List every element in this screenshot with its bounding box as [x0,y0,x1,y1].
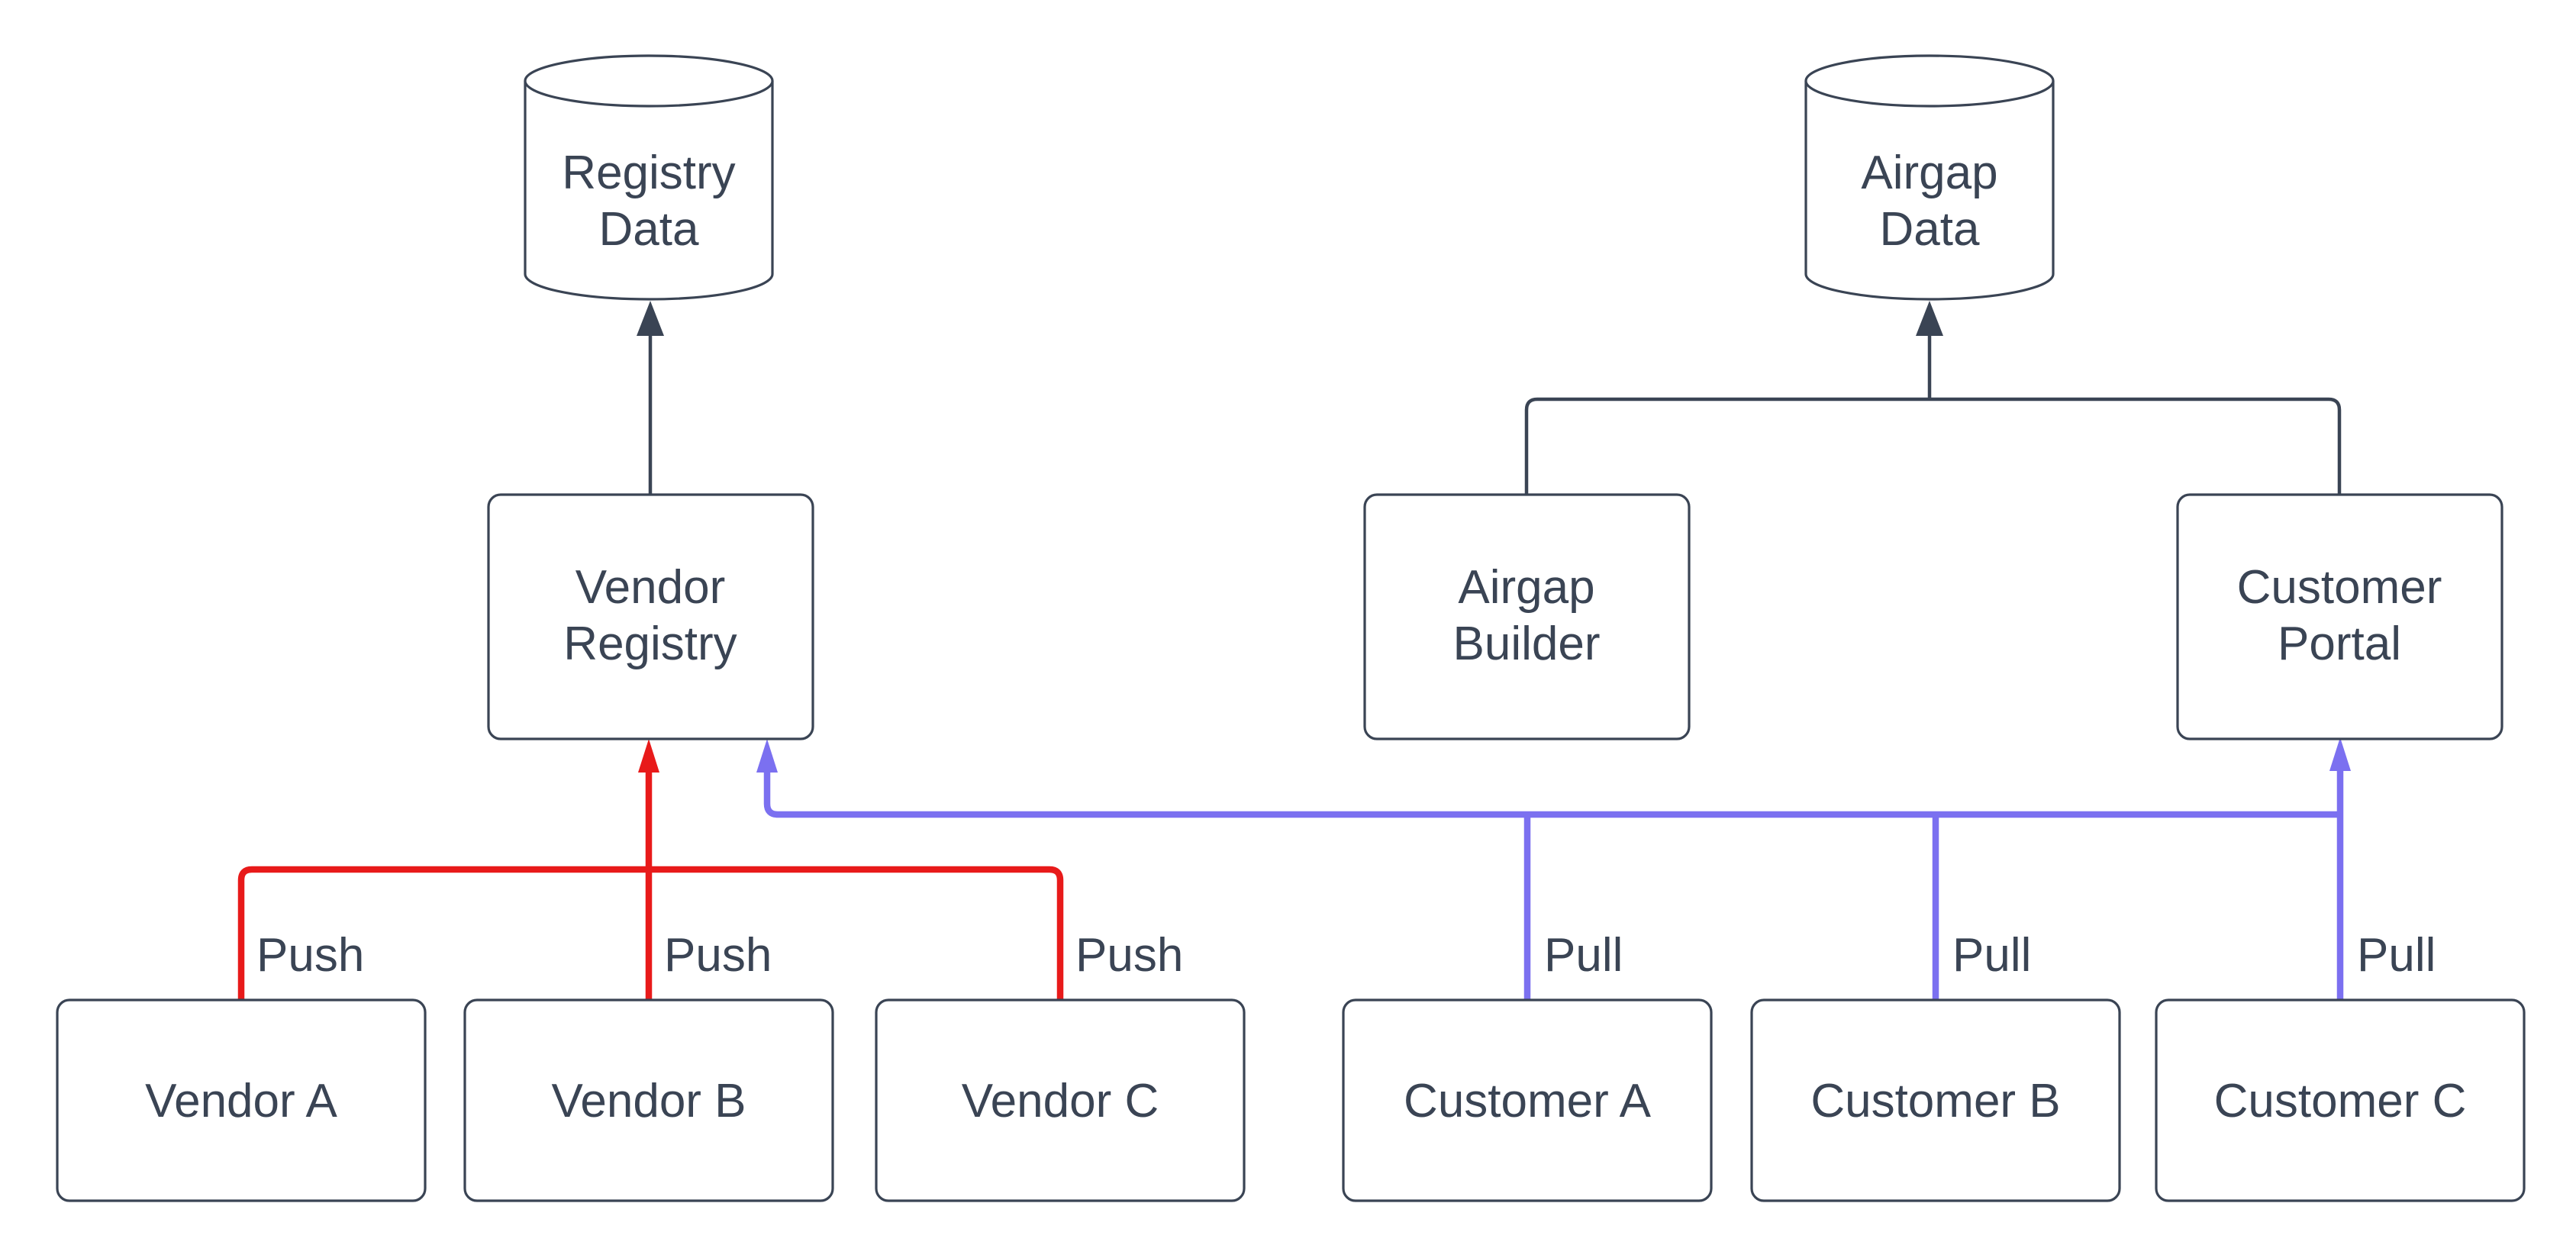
pull-label-customer-b: Pull [1952,929,2031,982]
node-box [875,998,1246,1202]
pull-bus-line [763,771,2340,818]
node-vendor-a: Vendor A [56,998,427,1202]
push-label-vendor-b: Push [664,929,772,982]
node-label-line2: Data [599,203,699,256]
cylinder-body [524,81,774,301]
edge-vendor-registry-to-registry-data [637,301,664,495]
push-arrowhead-into-vendor-registry-icon [638,739,659,773]
node-label-line2: Data [1880,203,1980,256]
node-vendor-registry: Vendor Registry [487,493,814,740]
cylinder-top [1804,54,2055,108]
node-label-line1: Airgap [1861,147,1997,199]
node-label-line1: Customer [2237,561,2442,614]
push-edges [237,739,1064,1000]
edge-customer-portal-to-airgap-data [1930,397,2342,495]
node-box [1363,493,1691,740]
pull-label-customer-a: Pull [1544,929,1623,982]
node-customer-a: Customer A [1342,998,1713,1202]
pull-label-customer-c: Pull [2357,929,2436,982]
edge-airgap-builder-to-airgap-data [1524,397,1930,495]
node-label-line2: Registry [563,618,737,670]
node-label-line2: Builder [1453,618,1601,670]
node-vendor-c: Vendor C [875,998,1246,1202]
node-box [2155,998,2526,1202]
node-label-line2: Portal [2278,618,2401,670]
node-vendor-b: Vendor B [463,998,834,1202]
node-box [2176,493,2503,740]
cylinder-body [1804,81,2055,301]
pull-arrowhead-into-customer-portal-icon [2329,737,2351,771]
node-label: Customer A [1404,1075,1652,1127]
node-label: Vendor C [962,1075,1159,1127]
node-airgap-builder: Airgap Builder [1363,493,1691,740]
node-customer-b: Customer B [1750,998,2121,1202]
edge-merge-to-airgap-data [1916,301,1943,399]
node-label: Vendor A [145,1075,337,1127]
arrowhead-up-icon [1916,301,1943,336]
edge-line [1930,397,2342,495]
pull-arrowhead-into-vendor-registry-icon [756,739,778,773]
arrowhead-up-icon [637,301,664,336]
node-box [463,998,834,1202]
push-label-vendor-c: Push [1075,929,1183,982]
cylinder-top [524,54,774,108]
node-box [1342,998,1713,1202]
pull-edges [756,737,2351,1000]
node-registry-data: Registry Data [524,54,774,301]
node-box [487,493,814,740]
node-label: Customer C [2214,1075,2467,1127]
node-label: Customer B [1810,1075,2060,1127]
node-box [56,998,427,1202]
push-label-vendor-a: Push [256,929,364,982]
node-customer-portal: Customer Portal [2176,493,2503,740]
node-box [1750,998,2121,1202]
node-label-line1: Registry [562,147,735,199]
node-label-line1: Vendor [575,561,726,614]
node-label-line1: Airgap [1458,561,1594,614]
node-customer-c: Customer C [2155,998,2526,1202]
node-airgap-data: Airgap Data [1804,54,2055,301]
node-label: Vendor B [551,1075,746,1127]
edge-line [1524,397,1930,495]
